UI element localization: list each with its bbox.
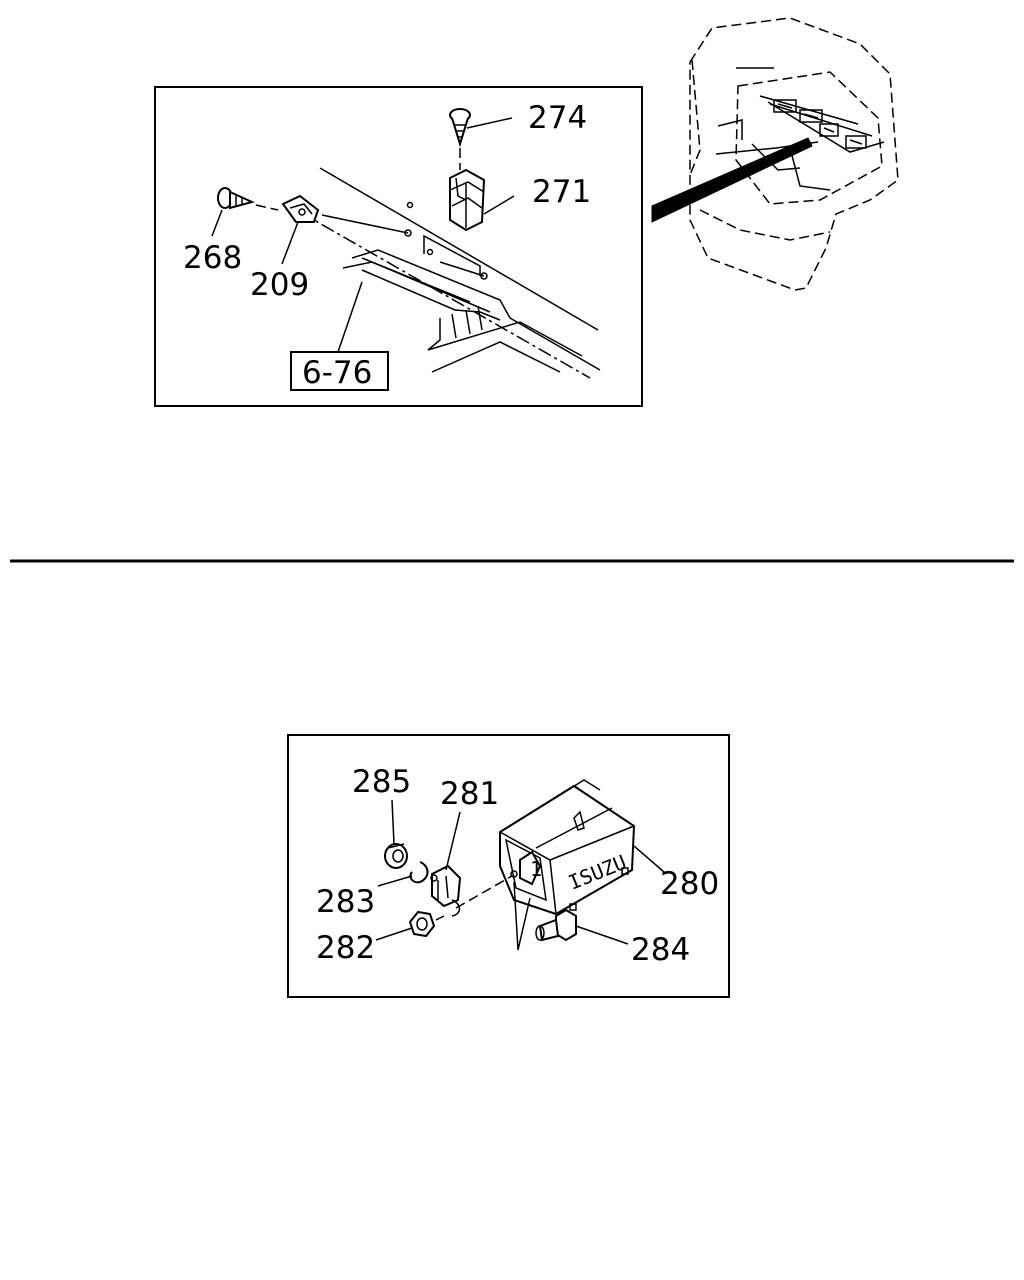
reference-label: 6-76 xyxy=(302,355,372,391)
callout-274: 274 xyxy=(528,100,587,136)
callout-wedge xyxy=(651,137,813,223)
bottom-panel-frame xyxy=(287,734,730,998)
top-leader-lines xyxy=(211,117,515,353)
top-panel: 274 271 268 209 6-76 xyxy=(154,86,643,407)
callout-283: 283 xyxy=(316,884,375,920)
lever-281-icon xyxy=(430,864,462,917)
screw-274-icon xyxy=(449,108,471,170)
nut-282-icon xyxy=(408,910,445,938)
bottom-panel: 1 ISUZU xyxy=(287,734,730,998)
top-panel-frame xyxy=(154,86,643,407)
case-280-icon: 1 ISUZU xyxy=(499,779,636,916)
connector-284-icon xyxy=(535,908,577,942)
callout-285: 285 xyxy=(352,764,411,800)
callout-282: 282 xyxy=(316,930,375,966)
reference-box xyxy=(290,351,389,391)
callout-271: 271 xyxy=(532,174,591,210)
rivet-268-icon xyxy=(217,187,279,211)
ring-283-icon xyxy=(409,861,429,884)
callout-268: 268 xyxy=(183,240,242,276)
callout-284: 284 xyxy=(631,932,690,968)
callout-280: 280 xyxy=(660,866,719,902)
cab-inset-illustration xyxy=(651,17,899,291)
bottom-leader-lines xyxy=(375,799,665,951)
floor-panel-illustration xyxy=(299,167,601,379)
cab-grille-pattern xyxy=(773,99,867,149)
callout-209: 209 xyxy=(250,267,309,303)
case-number-label: 1 xyxy=(530,857,542,881)
bushing-285-icon xyxy=(384,843,408,869)
callout-281: 281 xyxy=(440,776,499,812)
clip-271-icon xyxy=(449,168,486,232)
nut-clip-209-icon xyxy=(281,194,320,223)
assembly-axis-line xyxy=(455,875,513,909)
